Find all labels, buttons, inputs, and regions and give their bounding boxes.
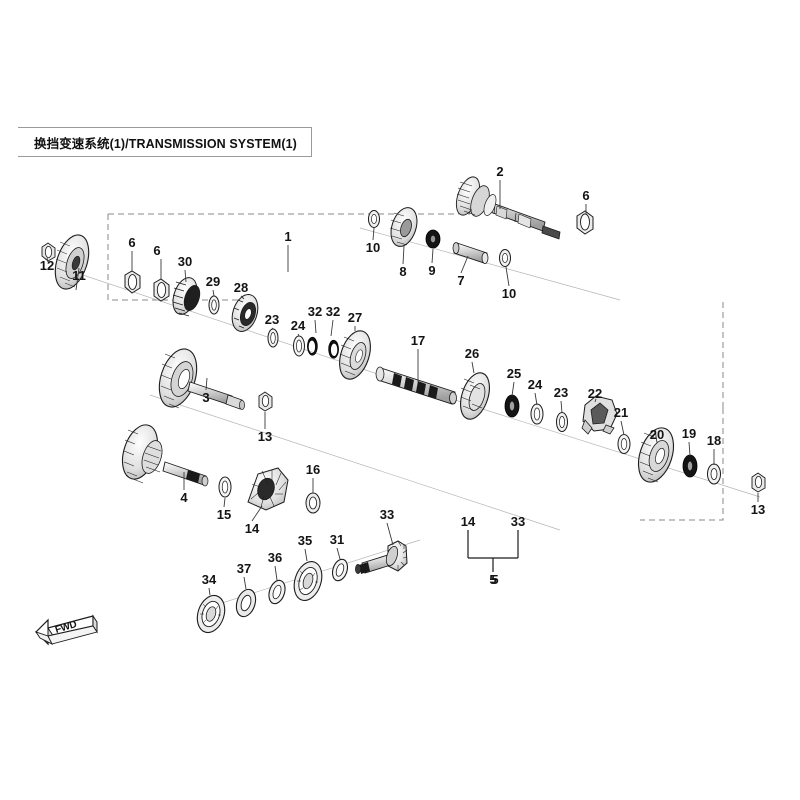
callout-oil-seal: 37 [236, 561, 252, 576]
bracket-label-right: 33 [510, 514, 526, 529]
callout-bevel-gear-assembly: 5 [491, 572, 499, 587]
oil-seal-part-37 [235, 588, 257, 618]
gear-part-27 [339, 330, 371, 380]
callout-leader-lines [46, 180, 759, 596]
callout-needle-bearing: 25 [506, 366, 522, 381]
output-shaft-group-part-4 [121, 424, 321, 514]
shift-fork-part-22 [581, 395, 618, 435]
callout-ball-bearing: 34 [201, 572, 217, 587]
input-shaft-group [368, 176, 594, 267]
main-shaft-row [41, 234, 766, 493]
hex-nut-part-6-b [153, 278, 170, 302]
circlip-part-32-b [328, 339, 339, 359]
driven-gear-part-20 [637, 427, 675, 483]
callout-shift-drum-shaft: 17 [410, 333, 426, 348]
callout-bevel-gear-shaft: 33 [379, 507, 395, 522]
synchronizer-hub-part-28 [231, 294, 259, 332]
callout-washer: 10 [501, 286, 517, 301]
needle-bearing-part-25 [504, 394, 520, 418]
callout-ball-bearing: 35 [297, 533, 313, 548]
gear-part-26 [460, 372, 490, 420]
callout-shift-fork: 22 [587, 386, 603, 401]
callout-washer: 15 [216, 507, 232, 522]
callout-washer: 36 [267, 550, 283, 565]
callout-driven-gear: 20 [649, 427, 665, 442]
thrust-washer-part-24-a [293, 335, 305, 357]
hex-nut-part-13-b [751, 472, 766, 493]
callout-drive-gear: 11 [72, 268, 86, 283]
callout-snap-ring: 23 [264, 312, 280, 327]
callout-washer: 21 [613, 405, 629, 420]
hex-nut-part-12 [41, 242, 56, 262]
callout-countershaft: 3 [202, 390, 210, 405]
bevel-pinion-gear-part-14 [247, 467, 289, 511]
callout-hex-nut: 13 [750, 502, 766, 517]
callout-circlip: 32 [325, 304, 341, 319]
callout-bearing: 16 [305, 462, 321, 477]
diagram-title-box: 换挡变速系统(1)/TRANSMISSION SYSTEM(1) [18, 127, 312, 157]
callout-main-assembly-boundary: 1 [284, 229, 292, 244]
thrust-washer-part-29 [208, 295, 220, 315]
page-title: 换挡变速系统(1)/TRANSMISSION SYSTEM(1) [34, 136, 297, 151]
assembly-bracket-group-5 [467, 530, 519, 572]
bracket-label-group: 5 [489, 572, 497, 587]
idler-gear-part-8 [389, 207, 418, 247]
callout-splined-gear: 30 [177, 254, 193, 269]
washer-part-36 [268, 579, 286, 605]
callout-shaft-pin: 7 [457, 273, 465, 288]
washer-part-10-a [368, 210, 380, 228]
bracket-label-left: 14 [460, 514, 476, 529]
callout-output-shaft: 4 [180, 490, 188, 505]
shaft-pin-part-7 [452, 242, 489, 264]
callout-gear: 27 [347, 310, 363, 325]
roller-bearing-part-9 [425, 229, 441, 249]
callout-thrust-washer: 29 [205, 274, 221, 289]
snap-ring-part-23-b [556, 412, 568, 432]
callout-gear: 26 [464, 346, 480, 361]
countershaft-group-part-3 [158, 348, 273, 412]
callout-hex-nut: 6 [582, 188, 590, 203]
callout-washer: 10 [365, 240, 381, 255]
callout-snap-ring: 23 [553, 385, 569, 400]
callout-circlip: 32 [307, 304, 323, 319]
bevel-gear-shaft-part-33 [355, 540, 408, 574]
thrust-washer-part-24-b [530, 403, 544, 425]
splined-gear-part-30 [172, 277, 201, 317]
bevel-shaft-row [196, 540, 408, 634]
circlip-part-32-a [307, 336, 318, 356]
shift-drum-shaft-part-17 [375, 366, 457, 405]
callout-roller-bearing: 9 [428, 263, 436, 278]
washer-part-15 [218, 476, 232, 498]
callout-hex-nut: 13 [257, 429, 273, 444]
ball-bearing-part-34 [196, 594, 226, 634]
callout-hex-nut: 6 [153, 243, 161, 258]
hex-nut-part-6-c [576, 210, 594, 235]
bearing-part-16 [305, 492, 321, 514]
washer-part-31 [331, 558, 349, 582]
callout-input-shaft: 2 [496, 164, 504, 179]
washer-part-10-b [499, 249, 511, 267]
callout-bevel-pinion-gear: 14 [244, 521, 260, 536]
drive-gear-part-11 [54, 234, 90, 290]
callout-hex-nut: 12 [39, 258, 55, 273]
callout-thrust-washer: 24 [290, 318, 306, 333]
callout-washer: 31 [329, 532, 345, 547]
callout-hex-nut: 6 [128, 235, 136, 250]
ball-bearing-part-35 [293, 561, 323, 601]
needle-bearing-part-19 [682, 454, 698, 478]
callout-needle-bearing: 19 [681, 426, 697, 441]
assembly-boundary-dashed [107, 186, 724, 521]
input-shaft-part-2 [455, 176, 561, 240]
washer-part-21 [617, 434, 631, 454]
snap-ring-part-23-a [267, 328, 279, 348]
washer-part-18 [707, 463, 721, 485]
callout-thrust-washer: 24 [527, 377, 543, 392]
callout-synchronizer-hub: 28 [233, 280, 249, 295]
hex-nut-part-13-a [258, 391, 273, 412]
forward-arrow-icon [34, 614, 98, 646]
callout-idler-gear: 8 [399, 264, 407, 279]
callout-washer: 18 [706, 433, 722, 448]
